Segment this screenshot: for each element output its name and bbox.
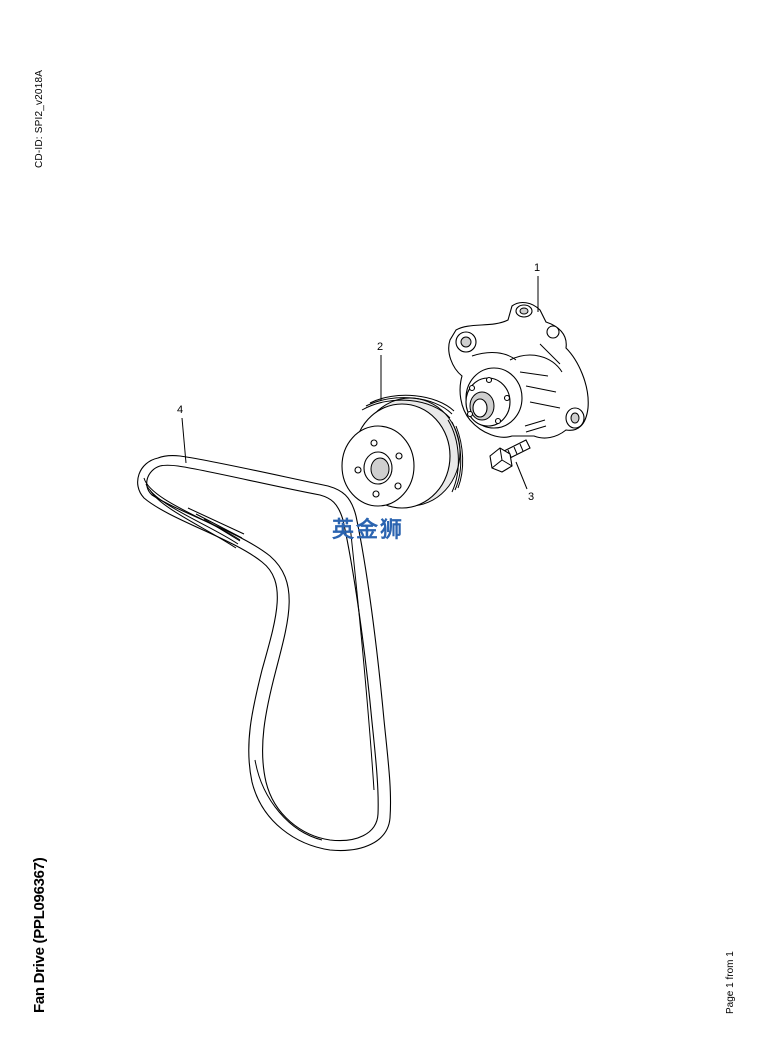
callout-2: 2 <box>377 341 383 353</box>
pulley[interactable] <box>341 394 464 509</box>
leader-line-4 <box>181 417 187 464</box>
leader-line-3 <box>515 461 528 490</box>
drive-belt[interactable] <box>137 455 392 852</box>
callout-1: 1 <box>534 262 540 274</box>
watermark-logo: 英金狮 <box>332 518 405 543</box>
bolt[interactable] <box>489 439 531 473</box>
water-pump[interactable] <box>448 301 589 439</box>
callout-3: 3 <box>528 491 534 503</box>
callout-4: 4 <box>177 404 183 416</box>
